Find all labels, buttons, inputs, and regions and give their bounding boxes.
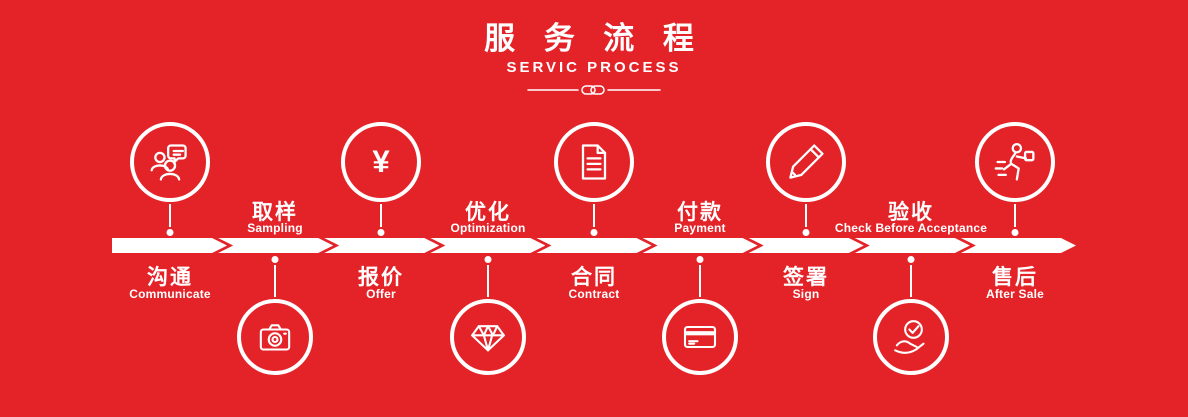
step-icon-circle <box>450 299 526 375</box>
pencil-icon <box>789 144 824 179</box>
step-title-zh: 验收 <box>888 201 934 224</box>
step-sign: 签署 Sign <box>711 0 901 417</box>
connector-dot <box>590 229 598 236</box>
step-icon-circle <box>237 299 313 375</box>
arrow-segment <box>324 238 439 253</box>
connector-line <box>593 204 595 227</box>
step-title-zh: 报价 <box>358 266 404 289</box>
step-title-en: Sign <box>792 287 820 301</box>
arrow-segment <box>536 238 651 253</box>
page-title: 服 务 流 程 <box>484 21 704 56</box>
step-icon-circle: ¥ <box>341 122 421 202</box>
connector-dot <box>377 229 385 236</box>
step-title-en: Payment <box>674 221 726 235</box>
step-contract: 合同 Contract <box>499 0 689 417</box>
connector-line <box>274 265 276 297</box>
connector-line <box>910 265 912 297</box>
connector-dot <box>271 256 279 263</box>
step-title-en: Offer <box>366 287 396 301</box>
connector-dot <box>166 229 174 236</box>
camera-icon <box>259 324 291 351</box>
arrow-segment <box>112 238 227 253</box>
step-title-en: Sampling <box>247 221 303 235</box>
arrow-segment <box>643 238 758 253</box>
step-sampling: 取样 Sampling <box>180 0 370 417</box>
arrow-segment <box>855 238 970 253</box>
connector-line <box>380 204 382 227</box>
step-title-en: Communicate <box>129 287 211 301</box>
step-title-en: Optimization <box>450 221 526 235</box>
arrow-segment <box>961 238 1076 253</box>
team-chat-icon <box>150 144 187 181</box>
step-icon-circle <box>554 122 634 202</box>
delivery-runner-icon <box>994 142 1035 181</box>
step-optimization: 优化 Optimization <box>393 0 583 417</box>
step-after-sale: 售后 After Sale <box>920 0 1110 417</box>
arrow-segment <box>749 238 864 253</box>
connector-dot <box>907 256 915 263</box>
connector-dot <box>1011 229 1019 236</box>
step-icon-circle <box>873 299 949 375</box>
timeline-arrow-band <box>112 238 1076 253</box>
step-icon-circle <box>975 122 1055 202</box>
arrow-segment <box>218 238 333 253</box>
header: 服 务 流 程 SERVIC PROCESS <box>0 21 1188 97</box>
connector-line <box>805 204 807 227</box>
step-title-zh: 沟通 <box>147 266 193 289</box>
step-communicate: 沟通 Communicate <box>75 0 265 417</box>
arrow-segment <box>430 238 545 253</box>
yen-icon: ¥ <box>372 144 390 179</box>
step-offer: ¥ 报价 Offer <box>286 0 476 417</box>
step-title-zh: 签署 <box>783 266 829 289</box>
step-payment: 付款 Payment <box>605 0 795 417</box>
hand-check-icon <box>894 320 925 354</box>
step-icon-circle <box>662 299 738 375</box>
connector-line <box>699 265 701 297</box>
step-title-zh: 合同 <box>571 266 617 289</box>
connector-line <box>487 265 489 297</box>
connector-line <box>169 204 171 227</box>
step-icon-circle <box>766 122 846 202</box>
step-icon-circle <box>130 122 210 202</box>
step-acceptance: 验收 Check Before Acceptance <box>816 0 1006 417</box>
page-subtitle: SERVIC PROCESS <box>506 59 682 77</box>
step-title-en: Contract <box>568 287 620 301</box>
connector-line <box>1014 204 1016 227</box>
yen-symbol: ¥ <box>372 144 390 179</box>
title-divider <box>0 83 1188 97</box>
step-title-en: Check Before Acceptance <box>834 221 988 235</box>
credit-card-icon <box>683 325 717 349</box>
chain-link-icon <box>527 85 661 95</box>
connector-dot <box>802 229 810 236</box>
connector-dot <box>696 256 704 263</box>
step-title-en: After Sale <box>985 287 1045 301</box>
step-title-zh: 优化 <box>465 201 511 224</box>
step-title-zh: 取样 <box>252 201 298 224</box>
step-title-zh: 付款 <box>677 201 723 224</box>
diamond-icon <box>471 325 505 352</box>
document-icon <box>581 144 607 180</box>
connector-dot <box>484 256 492 263</box>
step-title-zh: 售后 <box>992 266 1038 289</box>
